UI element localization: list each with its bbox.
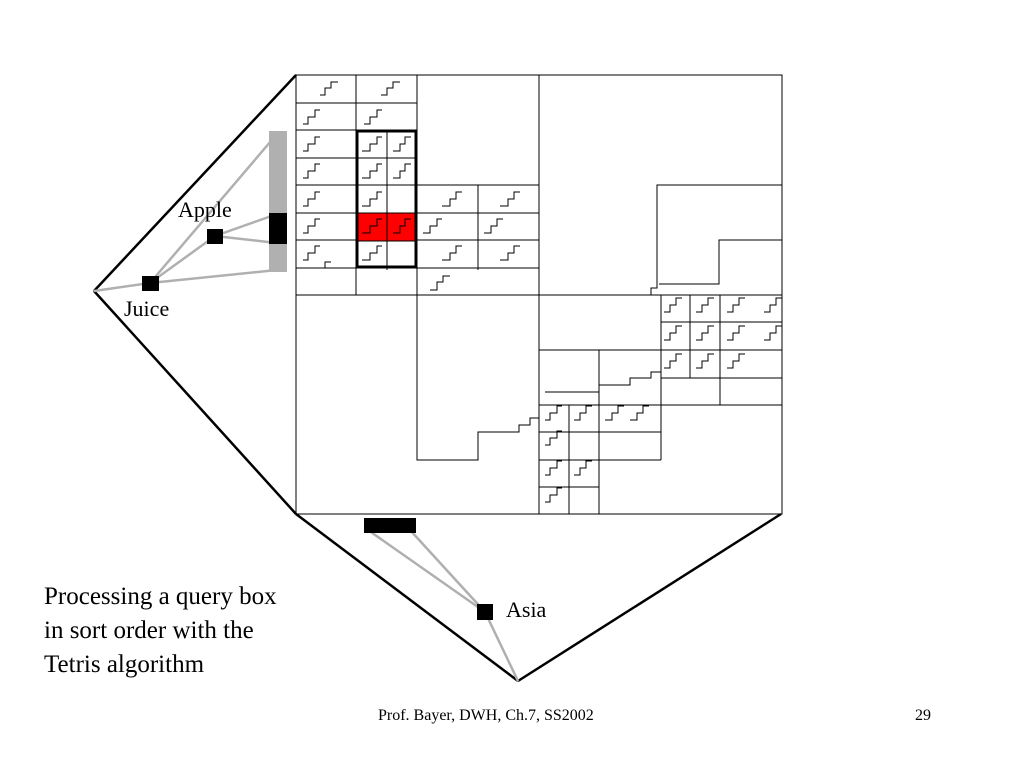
left-tree-edge-juice-root [93, 281, 151, 293]
juice-label: Juice [124, 296, 170, 321]
apple-range-bar [269, 213, 287, 244]
asia-node [477, 604, 493, 620]
left-tree-edge-juice-apple [149, 234, 216, 285]
slide-caption: Processing a query box in sort order wit… [44, 580, 277, 682]
z-curve-staircases [296, 81, 782, 503]
bottom-tree-edge-asia-range-right [409, 529, 486, 613]
juice-node [142, 276, 159, 291]
apple-node [207, 229, 223, 244]
query-box [355, 129, 418, 269]
page-number: 29 [915, 707, 931, 724]
asia-range-bar [364, 518, 416, 533]
left-hierarchy-tree [93, 74, 297, 515]
query-result-staircase-2 [393, 218, 411, 234]
left-tree-edge-apple-range-top [214, 212, 278, 238]
bottom-tree-edge-asia-root [483, 611, 520, 682]
asia-label: Asia [506, 597, 547, 622]
left-tree-edge-top [93, 74, 297, 292]
left-tree-edge-apple-range-bottom [214, 234, 278, 245]
apple-label: Apple [178, 197, 232, 222]
caption-line-3: Tetris algorithm [44, 651, 205, 678]
bottom-tree-edge-left [295, 513, 519, 682]
bottom-tree-edge-right [517, 512, 782, 683]
slide-footer: Prof. Bayer, DWH, Ch.7, SS2002 [378, 707, 594, 724]
caption-line-2: in sort order with the [44, 617, 254, 644]
caption-line-1: Processing a query box [44, 583, 277, 610]
bottom-hierarchy-tree [295, 512, 782, 683]
left-tree-edge-juice-range-top [149, 133, 278, 284]
bottom-tree-edge-asia-range-left [367, 528, 486, 614]
juice-range-bar [269, 131, 287, 272]
left-tree-edge-juice-range-bottom [149, 268, 278, 285]
query-result-staircase [362, 218, 382, 234]
left-tree-edge-bottom [93, 290, 297, 515]
